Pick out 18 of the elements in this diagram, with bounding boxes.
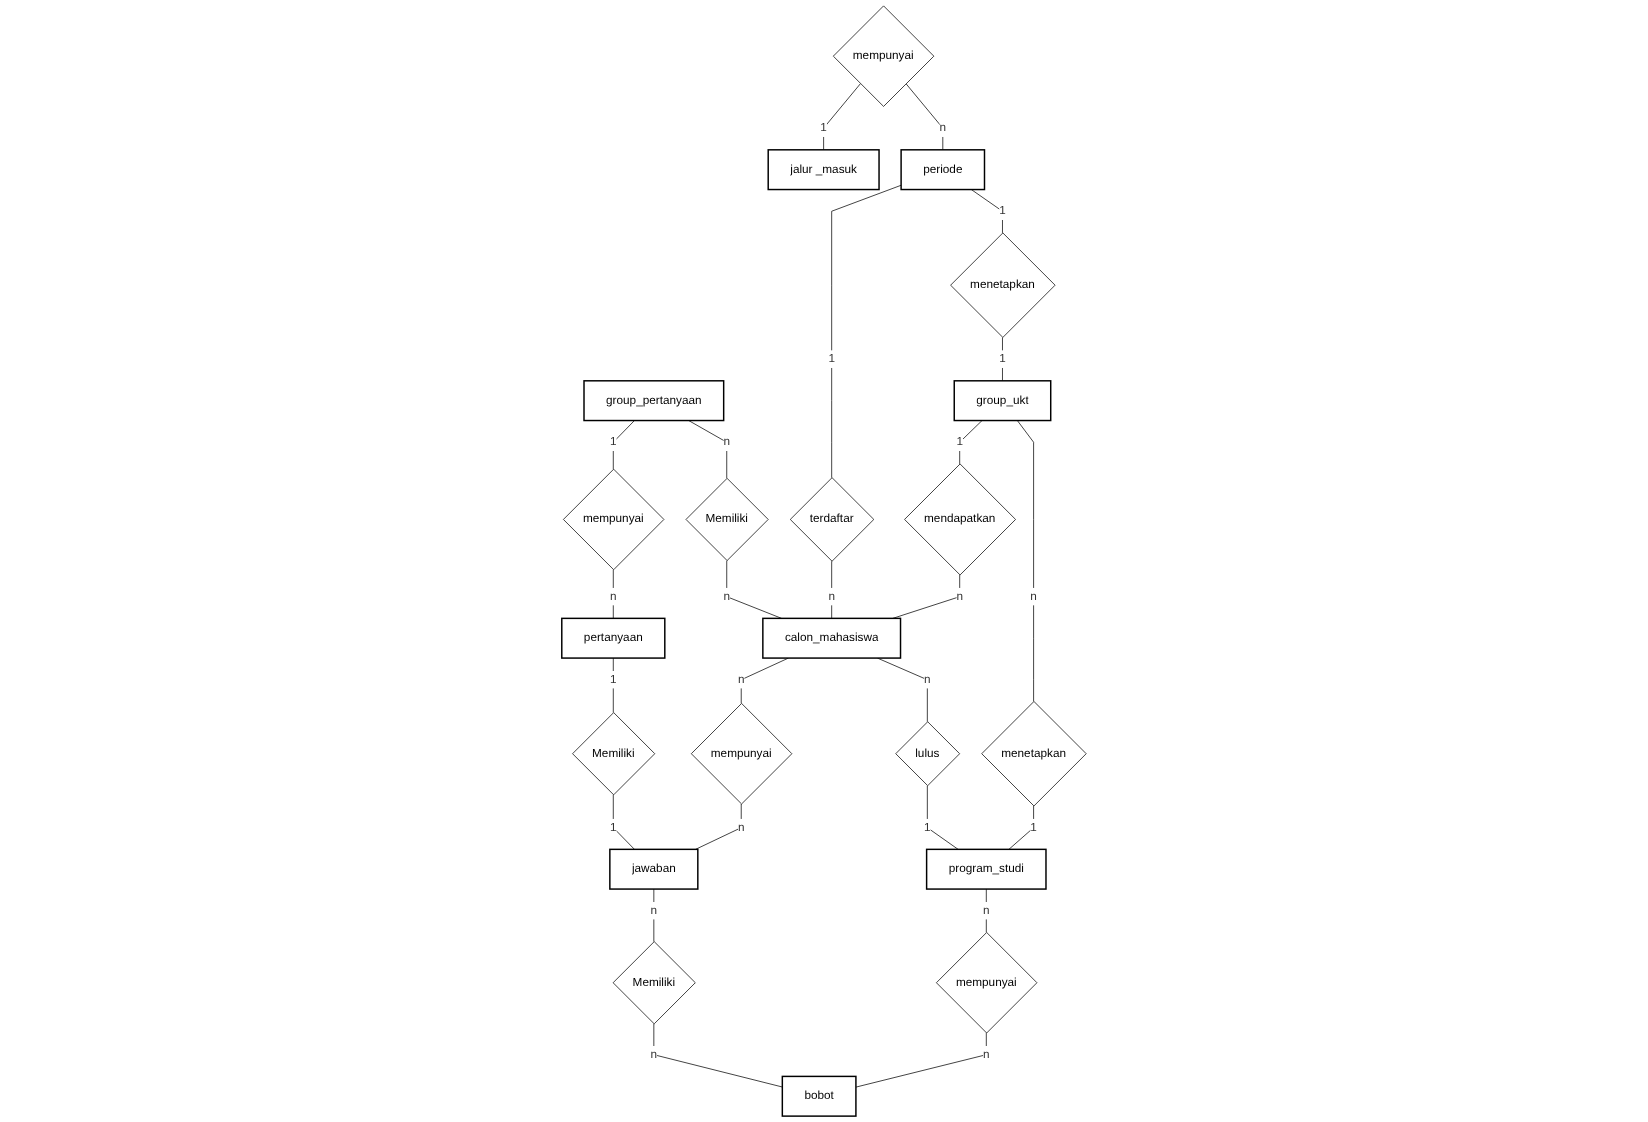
connector xyxy=(653,1023,783,1088)
connector xyxy=(612,794,635,850)
connector xyxy=(612,420,635,470)
connector xyxy=(855,1032,987,1088)
connector xyxy=(831,184,902,479)
connector xyxy=(1008,805,1034,850)
connector xyxy=(985,888,987,933)
connector xyxy=(823,83,861,151)
connector xyxy=(653,888,655,942)
connector xyxy=(905,83,944,151)
connector xyxy=(695,803,742,850)
connector xyxy=(1017,420,1034,702)
connector xyxy=(831,560,833,619)
connector xyxy=(970,189,1003,234)
connector xyxy=(926,785,959,850)
connector xyxy=(740,657,789,704)
connector xyxy=(612,569,614,619)
connector xyxy=(892,574,961,619)
